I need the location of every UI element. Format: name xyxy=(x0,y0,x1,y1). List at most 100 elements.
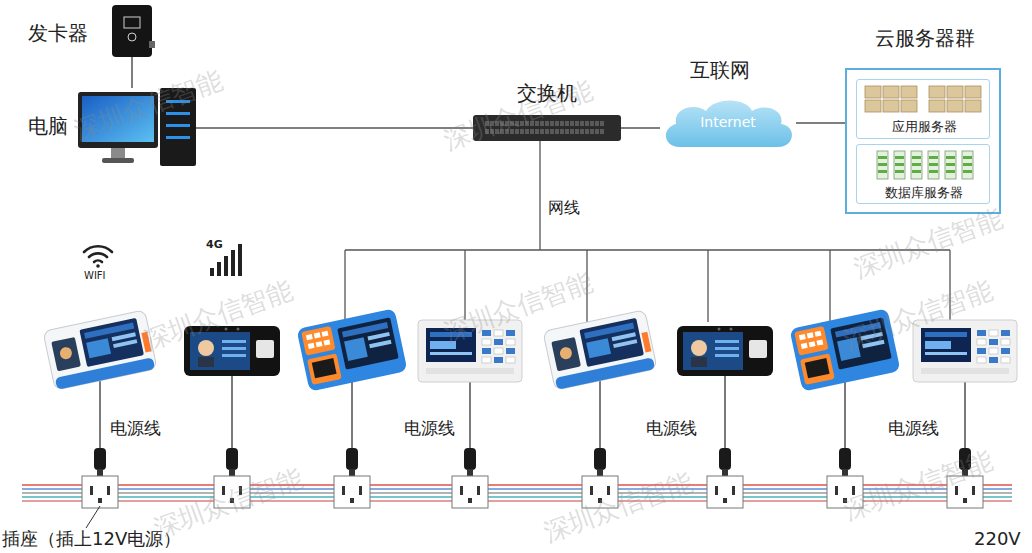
network-cable xyxy=(464,250,465,322)
switch-port xyxy=(485,121,489,126)
computer: 电脑 xyxy=(78,88,196,166)
database-servers: 数据库服务器 xyxy=(856,144,990,204)
power-cord xyxy=(231,375,232,448)
terminal-devices xyxy=(43,310,157,390)
network-cable xyxy=(539,141,540,250)
node-title: 交换机 xyxy=(517,81,577,105)
switch-port xyxy=(555,121,559,126)
watermark: 深圳众信智能 xyxy=(839,274,996,357)
wifi-icon xyxy=(89,253,107,257)
icon-label: 4G xyxy=(206,238,223,251)
node-art xyxy=(78,88,196,166)
cable-label: 电源线 xyxy=(888,418,939,438)
network-cable xyxy=(829,250,830,322)
db-stripe xyxy=(963,156,972,159)
switch-port xyxy=(590,129,594,134)
switch-port xyxy=(575,121,579,126)
db-rack xyxy=(962,151,973,179)
reader-body xyxy=(112,5,152,57)
switch-port xyxy=(570,121,574,126)
node-art xyxy=(112,5,152,57)
terminal-devices xyxy=(543,310,657,390)
switch-port xyxy=(585,129,589,134)
db-stripe xyxy=(878,163,887,166)
switch-port xyxy=(540,129,544,134)
db-stripe xyxy=(929,170,938,173)
power-outlets xyxy=(214,448,250,508)
watermark: 深圳众信智能 xyxy=(539,466,696,549)
reader-port xyxy=(149,41,155,48)
network-cable xyxy=(707,250,708,322)
network-link xyxy=(196,127,473,129)
monitor-base xyxy=(102,158,134,163)
db-rack xyxy=(945,151,956,179)
node-title: 发卡器 xyxy=(28,21,88,45)
node-title: 应用服务器 xyxy=(857,119,991,135)
switch-port xyxy=(565,129,569,134)
server-cube xyxy=(865,86,881,98)
callout-label: 插座（插上12V电源） xyxy=(2,528,181,550)
switch-port xyxy=(490,121,494,126)
leader-line xyxy=(86,506,100,528)
card-reader: 发卡器 xyxy=(112,5,152,57)
switch-port xyxy=(535,129,539,134)
db-stripe xyxy=(912,170,921,173)
monitor-screen xyxy=(82,96,154,142)
switch-port xyxy=(500,121,504,126)
switch-port xyxy=(525,129,529,134)
signal-bars-icon xyxy=(217,262,221,276)
switch-port xyxy=(580,121,584,126)
db-stripe xyxy=(946,170,955,173)
switch-port xyxy=(550,121,554,126)
signal-bars-icon xyxy=(224,256,228,276)
reader-mark xyxy=(128,33,136,41)
pc-tower xyxy=(160,88,196,166)
server-cube xyxy=(947,86,963,98)
network-switch: 交换机 xyxy=(473,115,621,141)
power-outlets xyxy=(582,448,618,508)
db-stripe xyxy=(946,156,955,159)
db-stripe xyxy=(895,170,904,173)
network-link xyxy=(131,57,133,88)
watermark: 深圳众信智能 xyxy=(439,266,596,349)
switch-port xyxy=(545,129,549,134)
power-outlets xyxy=(827,448,863,508)
switch-body xyxy=(473,115,621,141)
switch-port xyxy=(590,121,594,126)
cable-label: 电源线 xyxy=(110,418,161,438)
wifi-icon xyxy=(84,246,112,252)
db-stripe xyxy=(963,170,972,173)
server-cube xyxy=(883,100,899,112)
switch-port xyxy=(520,129,524,134)
cable-label: 电源线 xyxy=(646,418,697,438)
cable-label: 电源线 xyxy=(404,418,455,438)
leader-line xyxy=(86,506,100,528)
server-cube xyxy=(965,100,981,112)
db-rack xyxy=(928,151,939,179)
switch-port xyxy=(550,129,554,134)
power-cord xyxy=(844,375,845,448)
switch-port xyxy=(495,129,499,134)
power-outlets xyxy=(334,448,370,508)
terminal-devices xyxy=(43,308,1017,391)
switch-port xyxy=(565,121,569,126)
switch-port xyxy=(505,121,509,126)
signal-bars-icon xyxy=(231,250,235,276)
db-rack xyxy=(911,151,922,179)
terminal-devices xyxy=(677,326,773,376)
server-cube xyxy=(947,100,963,112)
server-group: 应用服务器数据库服务器云服务器群 xyxy=(845,68,1001,214)
app-servers: 应用服务器 xyxy=(856,79,990,139)
watermark: 深圳众信智能 xyxy=(139,274,296,357)
monitor-stand xyxy=(111,148,125,158)
power-cord xyxy=(99,375,100,448)
db-stripe xyxy=(929,163,938,166)
switch-port xyxy=(575,129,579,134)
switch-port xyxy=(510,129,514,134)
db-stripe xyxy=(878,156,887,159)
switch-port xyxy=(570,129,574,134)
power-outlets xyxy=(452,448,488,508)
power-cord xyxy=(964,375,965,448)
switch-port xyxy=(510,121,514,126)
